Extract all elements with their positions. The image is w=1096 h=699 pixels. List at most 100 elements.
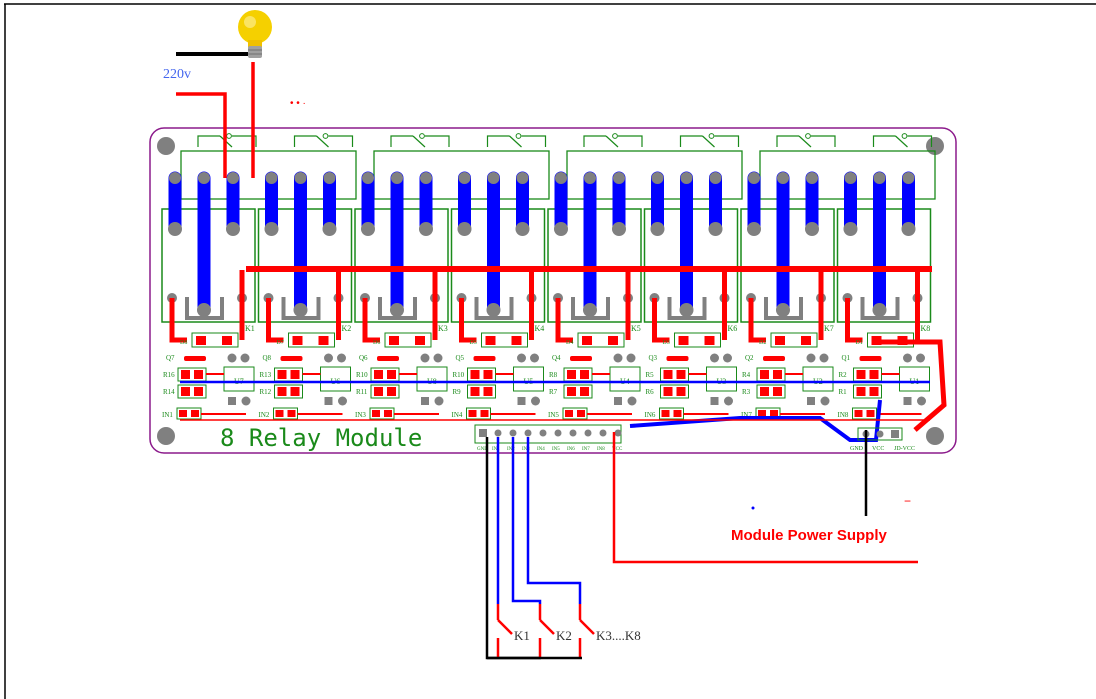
diode-label: D3 [663, 340, 670, 346]
led-label: IN5 [548, 411, 559, 419]
header-pin-label: IN4 [537, 447, 545, 452]
resistor-pad [663, 387, 673, 396]
coil-trace [362, 298, 380, 343]
header-pin-label: VCC [612, 447, 623, 452]
contact-point [708, 133, 715, 139]
optocoupler-pad [626, 353, 636, 363]
led-label: IN6 [645, 411, 656, 419]
relay-label: K3 [438, 324, 448, 333]
resistor-pad [277, 370, 287, 379]
contact-point [612, 133, 618, 139]
relay-contact-symbol [390, 133, 450, 148]
resistor-outline [177, 384, 207, 399]
power-header-label: GND [850, 446, 864, 452]
diode-outline [384, 332, 432, 348]
resistor-label: R8 [549, 371, 558, 379]
led-pad [275, 410, 284, 417]
switch-label: K1 [514, 628, 530, 643]
contact-lead [776, 135, 799, 147]
led-pad [565, 410, 573, 417]
relay-no-pad [419, 222, 433, 236]
contact-lead [811, 135, 836, 147]
optocoupler-outline [899, 366, 930, 392]
relay-contact-symbol [486, 133, 547, 148]
relay-coil-outline [378, 297, 417, 320]
resistor-label: R1 [839, 388, 848, 396]
optocoupler-pad [324, 353, 333, 363]
relay-k7: K7D2Q2R4R3U2IN7 [740, 133, 936, 420]
terminal-pad [902, 172, 915, 184]
relay-nc-pad [554, 222, 568, 236]
relay-contact-symbol [583, 133, 643, 148]
contact-lead [618, 135, 643, 147]
terminal-pad [748, 172, 760, 184]
header-pin [614, 429, 622, 437]
contact-lead [197, 135, 220, 147]
relay-label: K4 [535, 324, 545, 333]
vcc-supply-wire [612, 432, 918, 564]
terminal-pad [323, 172, 336, 184]
diode-outline [191, 332, 239, 348]
resistor-pad [869, 370, 879, 379]
relay-coil-outline [185, 297, 224, 320]
contact-lead [390, 135, 413, 147]
contact-blade [605, 135, 619, 148]
resistor-pad [567, 387, 576, 396]
contact-lead [679, 135, 703, 147]
transistor-label: Q8 [263, 354, 272, 362]
optocoupler-outline [513, 366, 544, 392]
contact-blade [702, 135, 715, 148]
transistor-label: Q6 [359, 354, 368, 362]
resistor-pad [470, 370, 480, 379]
header-pin [479, 429, 487, 437]
relay-nc-pad [361, 222, 375, 236]
contact-lead [486, 135, 510, 147]
minus-sign: − [904, 494, 911, 508]
in3-wire [526, 437, 582, 604]
transistor-pad [763, 356, 785, 361]
transistor-pad [859, 356, 882, 361]
signal-traces [180, 339, 947, 442]
header-pin-label: IN7 [582, 447, 590, 452]
contact-blade [316, 135, 329, 148]
relay-com-pad [486, 303, 501, 317]
optocoupler-pad [338, 396, 347, 406]
relay-coil-power-bus [246, 266, 932, 272]
coil-trace [266, 298, 284, 343]
optocoupler-pad [241, 396, 251, 406]
optocoupler-pad [710, 397, 719, 405]
resistor-pad [676, 387, 686, 396]
led-pad [673, 410, 682, 417]
led-pad [758, 410, 766, 417]
transistor-pad [280, 356, 303, 361]
header-pin-label: IN1 [492, 447, 500, 452]
led-pad [866, 410, 875, 417]
optocoupler-pad [240, 353, 250, 363]
diode-pad [389, 336, 399, 345]
light-bulb-icon [238, 10, 272, 58]
relay-com-pad [583, 303, 597, 317]
relay-k6: K6D3Q3R5R6U3IN6 [643, 133, 740, 420]
led-pad [854, 410, 863, 417]
relay-no-pad [805, 222, 819, 236]
relay-label: K5 [631, 324, 641, 333]
relay-coil-outline [764, 297, 803, 320]
resistor-pad [676, 370, 686, 379]
terminal-pad [516, 172, 529, 184]
optocoupler-pad [420, 353, 430, 363]
resistor-label: R11 [356, 388, 368, 396]
resistor-pad [773, 370, 782, 379]
diode-outline [674, 332, 721, 348]
contact-lead [425, 135, 450, 147]
diode-pad [775, 336, 785, 345]
transistor-label: Q7 [166, 354, 175, 362]
terminal-pad [227, 172, 239, 184]
terminal-pad [680, 172, 693, 184]
led-pad [468, 410, 477, 417]
header-pin [509, 429, 517, 437]
optocoupler-outline [223, 366, 255, 392]
header-pin [554, 429, 562, 437]
resistor-label: R7 [549, 388, 558, 396]
terminal-pad [651, 172, 664, 184]
